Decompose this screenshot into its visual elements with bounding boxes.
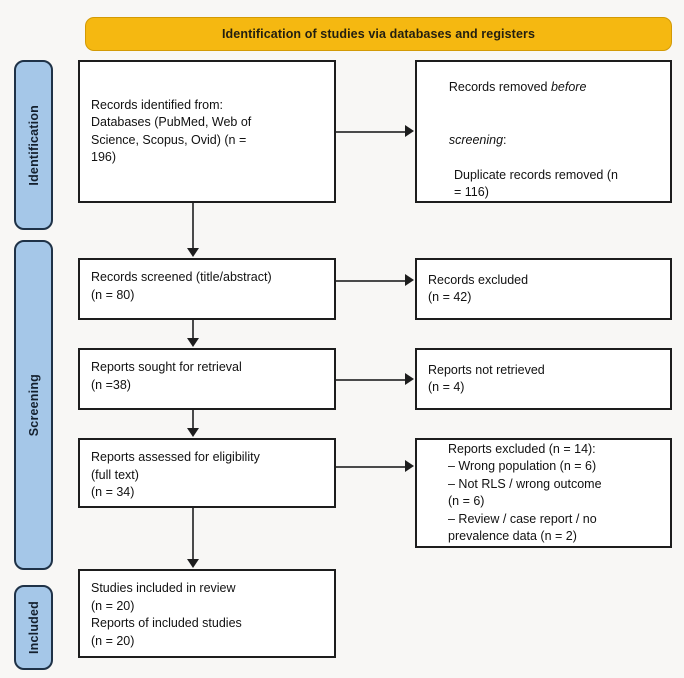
studies-included-line-1: Studies included in review [91, 581, 236, 595]
reports-not-retrieved-line-2: (n = 4) [428, 380, 465, 394]
records-removed-text-plain: Records removed [448, 80, 551, 94]
reports-not-retrieved-line-1: Reports not retrieved [428, 362, 545, 377]
studies-included-line-3: Reports of included studies [91, 616, 242, 630]
records-identified-line-3: Science, Scopus, Ovid) (n = [91, 132, 247, 147]
connector-eligibility-to-reports-excluded [336, 466, 406, 468]
studies-included-line-4: (n = 20) [91, 633, 135, 648]
records-removed-line-2: screening: [428, 114, 659, 167]
arrowhead-sought-to-not-retrieved [405, 373, 414, 385]
connector-eligibility-to-included [192, 508, 194, 560]
arrowhead-eligibility-to-included [187, 559, 199, 568]
stage-label-included: Included [14, 585, 53, 670]
records-removed-text-italic: before [550, 80, 587, 94]
records-excluded-line-2: (n = 42) [428, 290, 472, 304]
eligibility-line-3: (n = 34) [91, 485, 135, 499]
box-reports-excluded-reasons: Reports excluded (n = 14): – Wrong popul… [415, 438, 672, 548]
records-identified-line-4: 196) [91, 150, 117, 164]
box-reports-sought: Reports sought for retrieval (n =38) [78, 348, 336, 410]
box-records-identified: Records identified from: Databases (PubM… [78, 60, 336, 203]
duplicate-records-line-2: = 116) [454, 185, 489, 199]
reports-excluded-line-5: – Review / case report / no [448, 511, 597, 526]
box-reports-assessed-eligibility: Reports assessed for eligibility (full t… [78, 438, 336, 508]
records-screened-line-1: Records screened (title/abstract) [91, 270, 272, 284]
records-excluded-line-1: Records excluded [428, 272, 529, 287]
records-identified-line-1: Records identified from: [91, 97, 224, 112]
reports-excluded-line-3: – Not RLS / wrong outcome [448, 476, 602, 491]
eligibility-line-2: (full text) [91, 467, 139, 482]
arrowhead-screened-to-excluded [405, 274, 414, 286]
box-records-screened: Records screened (title/abstract) (n = 8… [78, 258, 336, 320]
records-screened-line-2: (n = 80) [91, 287, 135, 302]
stage-label-identification: Identification [14, 60, 53, 230]
stage-label-screening-text: Screening [26, 373, 41, 437]
connector-sought-to-not-retrieved [336, 379, 406, 381]
studies-included-line-2: (n = 20) [91, 598, 135, 613]
records-removed-screening-italic: screening [448, 132, 504, 147]
arrowhead-identified-to-removed [405, 125, 414, 137]
banner-identification-header: Identification of studies via databases … [85, 17, 672, 51]
reports-excluded-line-2: – Wrong population (n = 6) [448, 459, 597, 473]
reports-excluded-line-6: prevalence data (n = 2) [448, 529, 577, 543]
stage-label-screening: Screening [14, 240, 53, 570]
eligibility-line-1: Reports assessed for eligibility [91, 450, 260, 464]
arrowhead-screened-to-sought [187, 338, 199, 347]
connector-identified-to-screened [192, 203, 194, 249]
records-identified-line-2: Databases (PubMed, Web of [91, 115, 252, 129]
connector-sought-to-eligibility [192, 410, 194, 429]
duplicate-records-line-1: Duplicate records removed (n [454, 167, 618, 182]
reports-excluded-line-1: Reports excluded (n = 14): [448, 441, 596, 456]
box-studies-included: Studies included in review (n = 20) Repo… [78, 569, 336, 658]
reports-sought-line-1: Reports sought for retrieval [91, 360, 242, 374]
arrowhead-identified-to-screened [187, 248, 199, 257]
reports-excluded-line-4: (n = 6) [448, 494, 485, 508]
box-records-excluded: Records excluded (n = 42) [415, 258, 672, 320]
reports-sought-line-2: (n =38) [91, 377, 131, 392]
connector-screened-to-sought [192, 320, 194, 339]
stage-label-identification-text: Identification [26, 104, 41, 186]
stage-label-included-text: Included [26, 601, 41, 654]
records-removed-line-1: Records removed before [428, 62, 659, 115]
box-reports-not-retrieved: Reports not retrieved (n = 4) [415, 348, 672, 410]
connector-identified-to-removed [336, 131, 406, 133]
connector-screened-to-excluded [336, 280, 406, 282]
arrowhead-eligibility-to-reports-excluded [405, 460, 414, 472]
box-records-removed: Records removed before screening: Duplic… [415, 60, 672, 203]
arrowhead-sought-to-eligibility [187, 428, 199, 437]
records-removed-colon: : [503, 132, 507, 147]
